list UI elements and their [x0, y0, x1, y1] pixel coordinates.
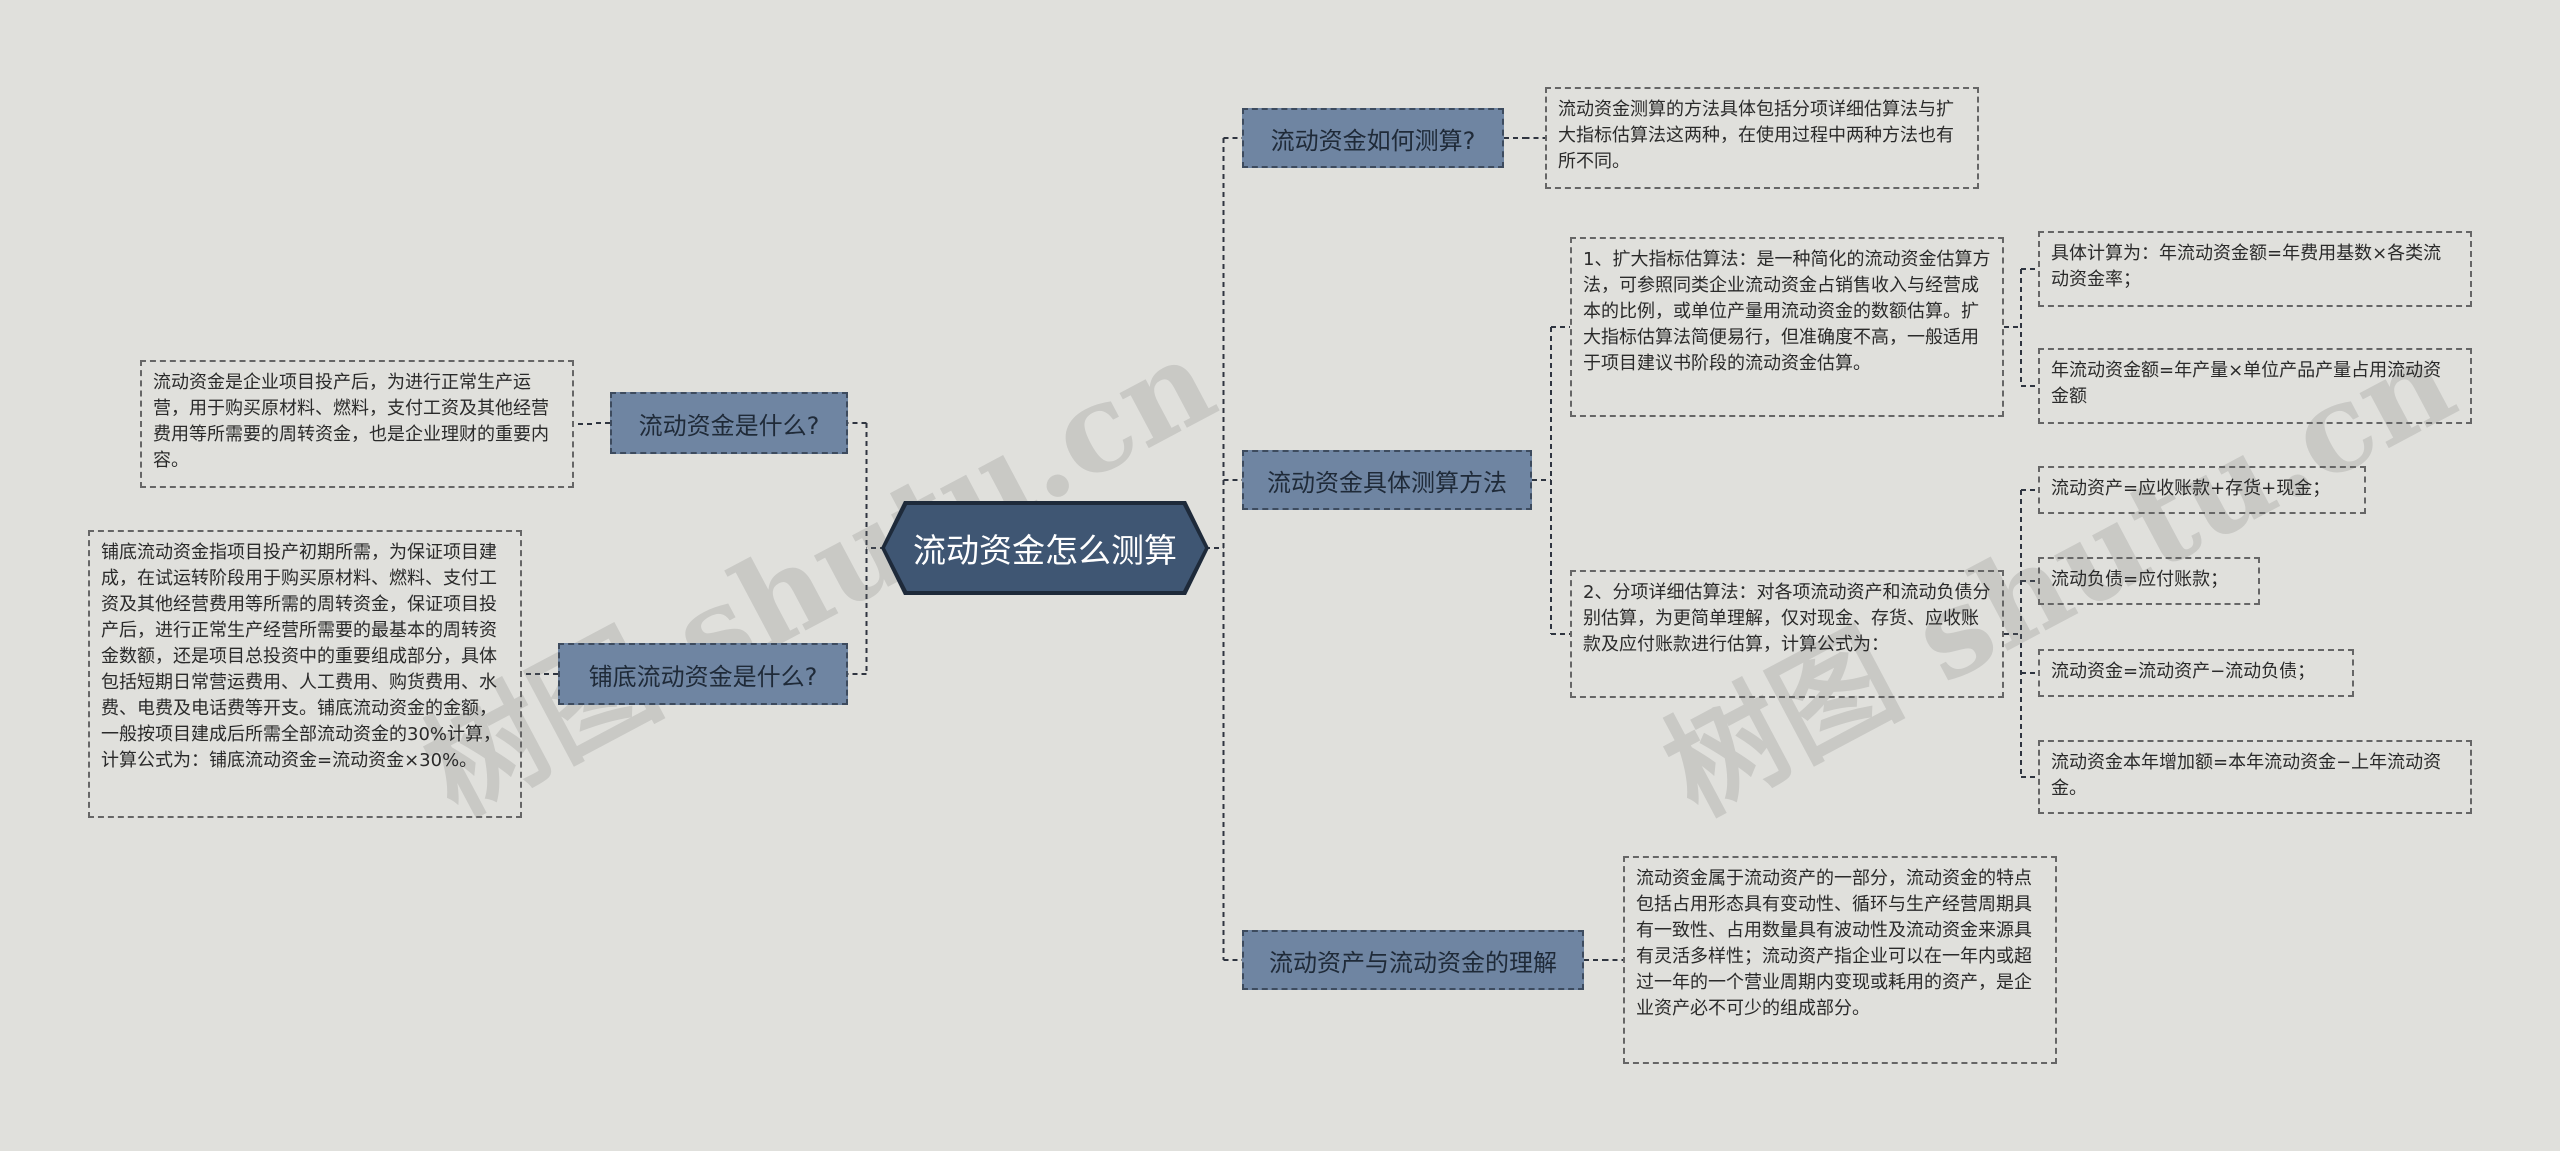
leaf-how-description: 流动资金测算的方法具体包括分项详细估算法与扩大指标估算法这两种，在使用过程中两种… — [1545, 87, 1979, 189]
leaf-formula-working-capital: 流动资金=流动资产−流动负债； — [2038, 649, 2354, 697]
leaf-base-capital-description: 铺底流动资金指项目投产初期所需，为保证项目建成，在试运转阶段用于购买原材料、燃料… — [88, 530, 522, 818]
leaf-what-is-description: 流动资金是企业项目投产后，为进行正常生产运营，用于购买原材料、燃料，支付工资及其… — [140, 360, 574, 488]
leaf-formula-unit-output: 年流动资金额=年产量×单位产品产量占用流动资金额 — [2038, 348, 2472, 424]
branch-specific-method[interactable]: 流动资金具体测算方法 — [1242, 450, 1532, 510]
branch-base-capital[interactable]: 铺底流动资金是什么? — [558, 643, 848, 705]
leaf-expanded-index-method: 1、扩大指标估算法：是一种简化的流动资金估算方法，可参照同类企业流动资金占销售收… — [1570, 237, 2004, 417]
leaf-formula-current-liabilities: 流动负债=应付账款； — [2038, 557, 2260, 605]
branch-what-is[interactable]: 流动资金是什么? — [610, 392, 848, 454]
leaf-formula-annual: 具体计算为：年流动资金额=年费用基数×各类流动资金率； — [2038, 231, 2472, 307]
branch-how-to-calc[interactable]: 流动资金如何测算? — [1242, 108, 1504, 168]
leaf-formula-annual-increase: 流动资金本年增加额=本年流动资金−上年流动资金。 — [2038, 740, 2472, 814]
leaf-formula-current-assets: 流动资产=应收账款+存货+现金； — [2038, 466, 2366, 514]
branch-understanding[interactable]: 流动资产与流动资金的理解 — [1242, 930, 1584, 990]
root-node[interactable]: 流动资金怎么测算 — [885, 505, 1205, 591]
leaf-understanding-description: 流动资金属于流动资产的一部分，流动资金的特点包括占用形态具有变动性、循环与生产经… — [1623, 856, 2057, 1064]
leaf-itemized-method: 2、分项详细估算法：对各项流动资产和流动负债分别估算，为更简单理解，仅对现金、存… — [1570, 570, 2004, 698]
